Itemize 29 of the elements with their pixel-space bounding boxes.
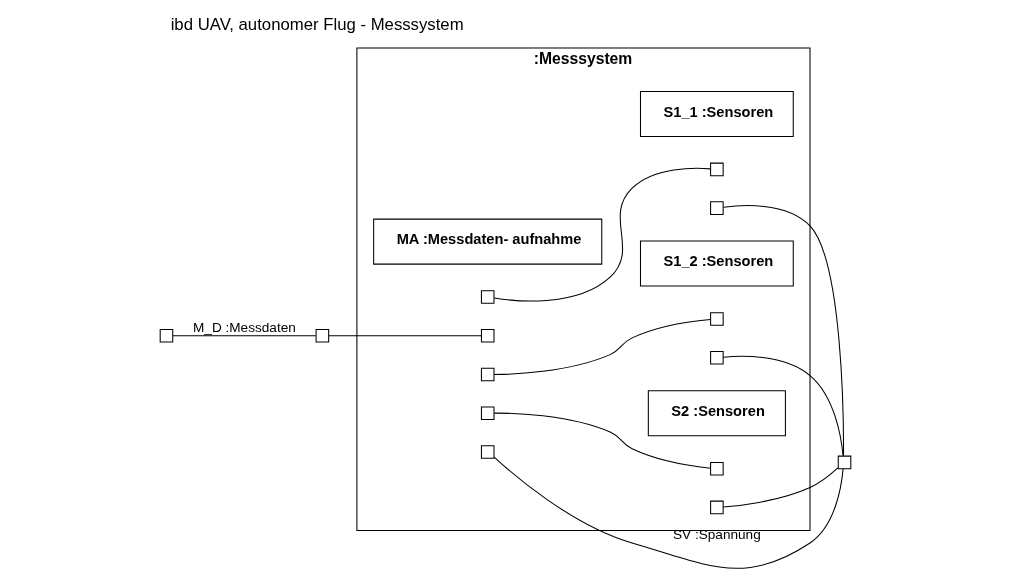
node-box: S1_2 :Sensoren (639, 240, 794, 287)
node-box (159, 328, 174, 343)
connector (722, 467, 839, 508)
diagram-title: ibd UAV, autonomer Flug - Messsystem (170, 15, 464, 35)
node-box (710, 461, 724, 476)
node-box: S1_1 :Sensoren (639, 90, 794, 137)
node-box: S2 :Sensoren (647, 390, 786, 437)
node-box (480, 406, 495, 421)
node-box (480, 445, 495, 459)
edge-label: M_D :Messdaten (193, 320, 296, 336)
connector (493, 318, 711, 376)
node-box (315, 328, 330, 343)
node-box (710, 201, 724, 215)
node-box (480, 290, 495, 304)
connector (722, 355, 844, 457)
connector (172, 335, 317, 337)
connector (328, 335, 482, 337)
node-box (710, 500, 724, 515)
node-box: MA :Messdaten- aufnahme (373, 218, 603, 265)
node-box (710, 312, 724, 326)
node-box (480, 367, 495, 382)
connector (493, 412, 711, 469)
connector (493, 167, 711, 302)
node-box (710, 350, 724, 365)
node-box (480, 328, 495, 343)
connector (722, 205, 845, 457)
node-box (837, 455, 852, 470)
node-box (710, 162, 724, 177)
connector (493, 456, 844, 569)
